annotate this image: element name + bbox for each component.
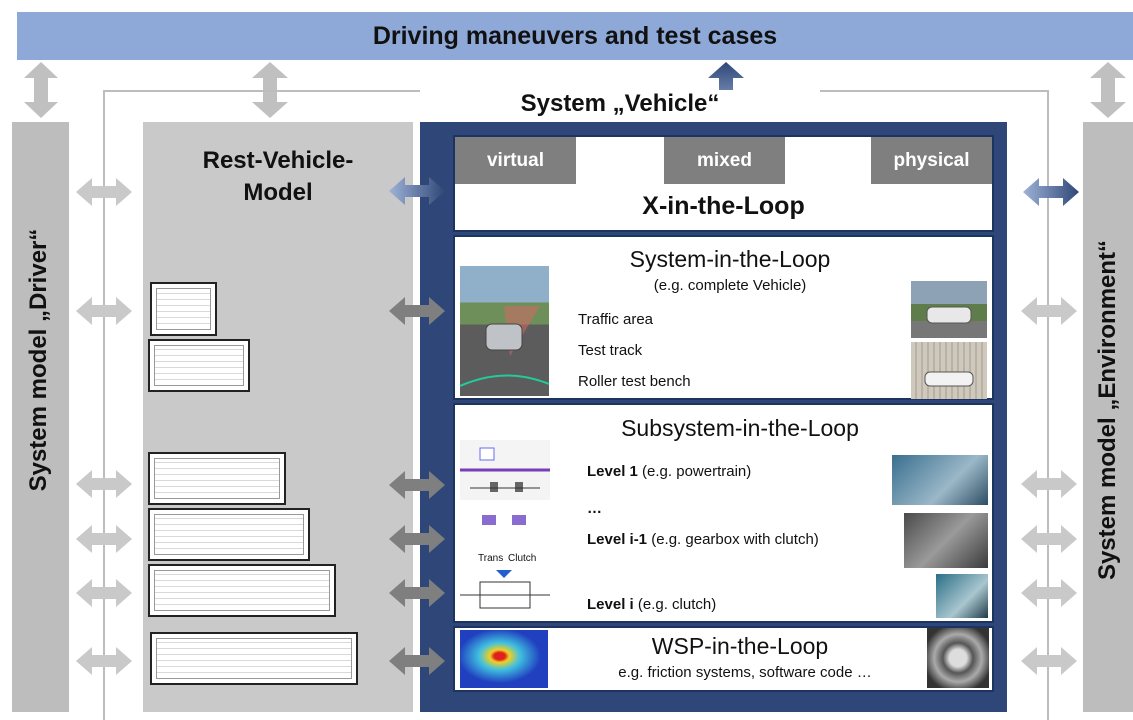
subsil-level-1: Level 1 (e.g. powertrain) [587, 463, 751, 480]
model-thumbnail [148, 339, 250, 392]
xil-environment-blue-arrow [1023, 178, 1079, 206]
model-thumbnail [148, 508, 310, 561]
rest-xil-blue-arrow [389, 177, 445, 205]
model-thumbnail [148, 452, 286, 505]
wsp-subtitle: e.g. friction systems, software code … [618, 664, 872, 681]
road-simulation-drawing [460, 306, 549, 387]
driver-banner-arrow [24, 62, 58, 118]
clutch-label: Clutch [508, 553, 537, 564]
sil-item-roller: Roller test bench [578, 373, 691, 390]
level-label: Level i [587, 596, 634, 613]
gearbox-photo [904, 513, 988, 568]
level-desc: (e.g. clutch) [633, 596, 717, 613]
level-label: Level 1 [587, 463, 638, 480]
environment-model-column [1083, 122, 1133, 712]
powertrain-photo [892, 455, 988, 505]
level-label: … [587, 500, 602, 517]
rest-vehicle-title-line1: Rest-Vehicle- [202, 147, 354, 174]
system-vehicle-title: System „Vehicle“ [420, 90, 820, 118]
sil-item-track: Test track [578, 342, 643, 359]
rest-vehicle-title: Rest-Vehicle- Model [143, 145, 413, 209]
model-thumbnail [150, 632, 358, 685]
subsil-box [453, 403, 994, 623]
sil-subtitle: (e.g. complete Vehicle) [653, 277, 807, 294]
level-label: Level i-1 [587, 531, 648, 548]
level-desc: (e.g. powertrain) [637, 463, 752, 480]
wsp-title: WSP-in-the-Loop [651, 633, 829, 659]
powertrain-schematic [460, 440, 550, 609]
car-road-photo [911, 281, 987, 338]
rest-vehicle-title-line2: Model [243, 179, 313, 206]
mode-mixed: mixed [664, 137, 785, 184]
friction-part-photo [927, 628, 989, 688]
maneuvers-banner: Driving maneuvers and test cases [17, 12, 1133, 60]
environment-banner-arrow [1090, 62, 1126, 118]
mode-virtual: virtual [455, 137, 576, 184]
level-desc: (e.g. gearbox with clutch) [647, 531, 819, 548]
friction-simulation-image [460, 630, 548, 688]
subsil-level-i: Level i (e.g. clutch) [587, 596, 716, 613]
driver-model-column [12, 122, 69, 712]
mode-physical: physical [871, 137, 992, 184]
subsil-level-i-1: Level i-1 (e.g. gearbox with clutch) [587, 531, 819, 548]
subsil-level-ellipsis: … [587, 500, 602, 517]
subsil-title: Subsystem-in-the-Loop [621, 415, 859, 441]
trans-label: Trans [478, 553, 504, 564]
rest-xil-gray-arrows [389, 297, 445, 675]
car-bench-photo [911, 342, 987, 399]
sil-title: System-in-the-Loop [629, 246, 831, 272]
road-simulation-image [460, 266, 549, 396]
model-thumbnail [148, 564, 336, 617]
xil-title: X-in-the-Loop [642, 192, 805, 220]
driver-link-arrows [76, 178, 132, 675]
clutch-photo [936, 574, 988, 618]
sil-item-traffic: Traffic area [578, 311, 654, 328]
environment-link-arrows [1021, 297, 1077, 675]
model-thumbnail [150, 282, 217, 336]
